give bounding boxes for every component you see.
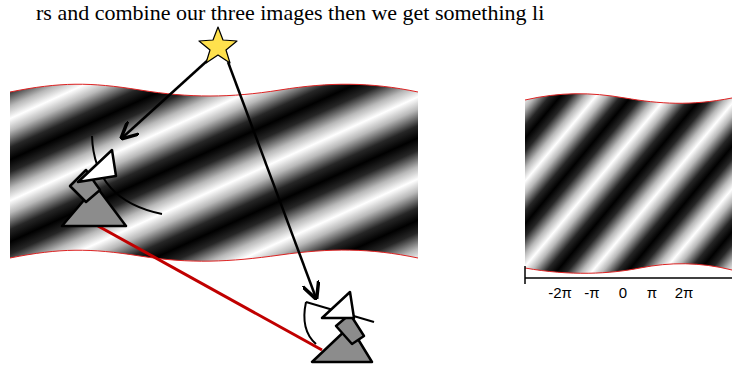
- axis-label: -2π: [548, 284, 572, 302]
- axis-line: [525, 277, 732, 279]
- panel-edge: [525, 264, 732, 274]
- body-text: rs and combine our three images then we …: [36, 0, 544, 26]
- axis-label: π: [647, 284, 657, 302]
- telescope-symbol: [304, 292, 374, 362]
- panel-edge: [10, 84, 418, 96]
- fringe-panel: [10, 84, 418, 261]
- panel-edge: [10, 250, 418, 261]
- telescope-symbol: [62, 136, 162, 226]
- axis-tick: [524, 266, 526, 284]
- axis-label: -π: [584, 284, 599, 302]
- axis-label: 0: [619, 284, 627, 302]
- panel-edge: [525, 94, 732, 104]
- ray-arrow: [228, 62, 316, 298]
- ray-arrow: [122, 60, 208, 138]
- axis-label: 2π: [675, 284, 694, 302]
- star-symbol: [199, 27, 237, 63]
- fringe-panel: [525, 94, 732, 274]
- baseline: [98, 226, 322, 350]
